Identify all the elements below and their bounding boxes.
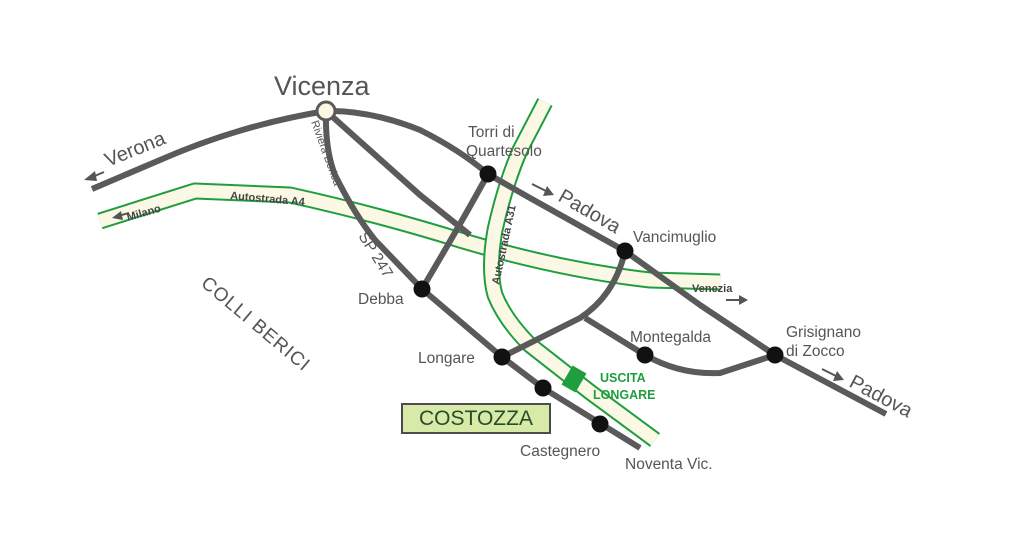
road-torri-debba xyxy=(419,172,491,291)
arrow-venezia-icon xyxy=(726,295,748,305)
town-label-grisignano-line2: di Zocco xyxy=(786,343,845,360)
town-label-noventa: Noventa Vic. xyxy=(625,456,713,473)
arrow-verona-icon xyxy=(84,171,105,181)
town-label-longare: Longare xyxy=(418,350,475,367)
road-vicenza-padova xyxy=(325,107,888,417)
direction-label-verona: Verona xyxy=(102,127,170,171)
town-dot-debba xyxy=(413,280,431,298)
town-dot-torri xyxy=(479,165,497,183)
town-dot-costozza xyxy=(534,379,552,397)
town-dot-montegalda xyxy=(636,346,654,364)
road-verona-vicenza xyxy=(90,108,327,192)
direction-label-venezia: Venezia xyxy=(692,283,733,295)
town-label-vancimuglio: Vancimuglio xyxy=(633,229,716,246)
arrow-padova-north-icon xyxy=(531,183,554,196)
autostrada-a4-road xyxy=(97,182,721,291)
city-label-vicenza: Vicenza xyxy=(274,71,371,101)
town-label-torri-line1: Torri di xyxy=(468,124,515,141)
road-vicenza-torri-diag xyxy=(324,108,472,238)
town-label-debba: Debba xyxy=(358,291,404,308)
town-dots xyxy=(413,165,784,433)
arrow-milano-icon xyxy=(112,211,130,220)
town-label-torri-line2: Quartesolo xyxy=(466,143,542,160)
arrow-padova-south-icon xyxy=(821,368,844,381)
town-label-castegnero: Castegnero xyxy=(520,443,600,460)
town-dot-vancimuglio xyxy=(616,242,634,260)
road-riviera-berica xyxy=(322,110,642,451)
destination-label-costozza: COSTOZZA xyxy=(401,403,551,434)
town-dot-noventa xyxy=(591,415,609,433)
road-vancimuglio-longare xyxy=(500,250,628,360)
town-label-montegalda: Montegalda xyxy=(630,329,711,346)
exit-label-line1: USCITA xyxy=(600,371,646,385)
exit-label-line2: LONGARE xyxy=(593,388,656,402)
area-label-colli-berici: COLLI BERICI xyxy=(197,273,314,376)
city-marker-vicenza xyxy=(315,100,337,122)
exit-marker-icon xyxy=(561,365,587,393)
town-dot-grisignano xyxy=(766,346,784,364)
town-label-grisignano-line1: Grisignano xyxy=(786,324,861,341)
autostrada-a31-road xyxy=(483,98,661,447)
town-dot-longare xyxy=(493,348,511,366)
